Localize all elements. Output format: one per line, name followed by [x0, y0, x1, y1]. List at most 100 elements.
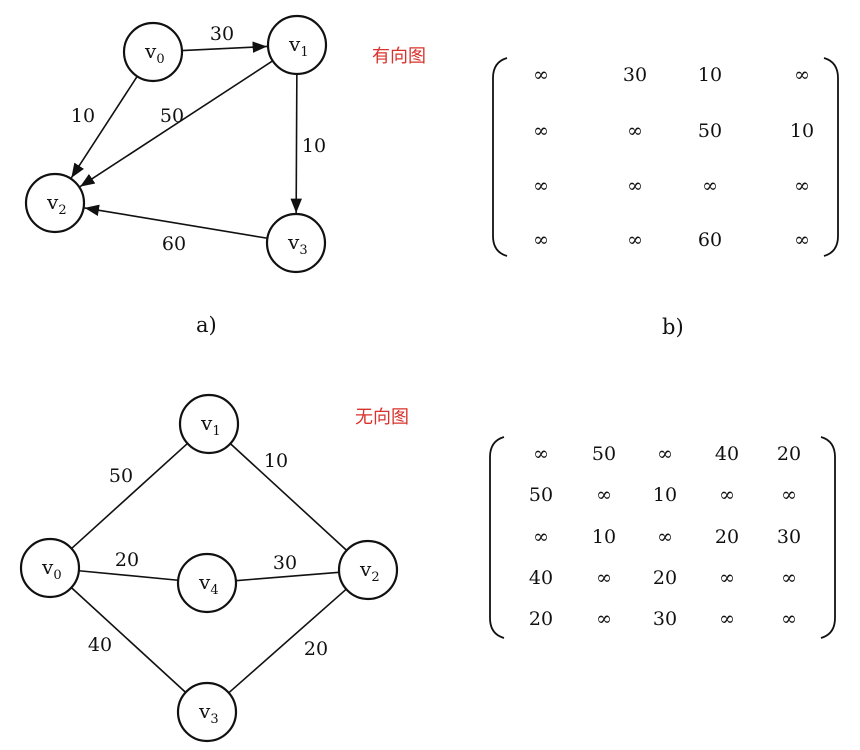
matrix-cell-4-3: ∞ [719, 608, 735, 630]
vertex-label-base: v [200, 411, 213, 435]
edge-weight-v4-v2: 30 [273, 552, 297, 574]
matrix-cell-4-0: 20 [529, 608, 553, 630]
vertex-label-subscript: 2 [371, 570, 379, 585]
matrix-cell-1-2: 10 [653, 484, 677, 506]
matrix-cell-1-2: 50 [698, 120, 722, 142]
edge-weight-v0-v1: 50 [109, 465, 133, 487]
vertex-v1: v1 [266, 14, 328, 76]
vertex-circle [24, 172, 86, 234]
matrix-left-bracket [492, 57, 508, 257]
matrix-right-bracket [820, 436, 836, 639]
matrix-cell-3-4: ∞ [781, 567, 797, 589]
matrix-cell-3-3: ∞ [719, 567, 735, 589]
edge-weight-v1-v2: 10 [264, 450, 288, 472]
vertex-v4: v4 [176, 552, 238, 614]
vertex-circle [176, 681, 238, 743]
vertex-v0: v0 [122, 21, 184, 83]
edge-weight-v0-v1: 30 [210, 23, 234, 45]
vertex-label: v1 [200, 411, 221, 439]
vertex-circle [178, 393, 240, 455]
matrix-cell-0-1: 50 [592, 443, 616, 465]
matrix-cell-4-4: ∞ [781, 608, 797, 630]
directed-edge-weights: 30 10 50 10 60 [71, 23, 326, 255]
vertex-label-subscript: 0 [53, 568, 61, 583]
edge-weight-v0-v4: 20 [115, 549, 139, 571]
matrix-cell-0-2: ∞ [657, 443, 673, 465]
vertex-v0: v0 [19, 537, 81, 599]
vertex-label: v3 [287, 230, 308, 258]
vertex-label-base: v [46, 190, 59, 214]
matrix-cell-0-0: ∞ [533, 443, 549, 465]
vertex-label-subscript: 3 [299, 243, 307, 258]
vertex-v3: v3 [176, 681, 238, 743]
vertex-label: v3 [198, 699, 219, 727]
edge-weight-v3-v2: 60 [162, 233, 186, 255]
vertex-label-base: v [288, 32, 301, 56]
matrix-cell-2-2: ∞ [657, 526, 673, 548]
matrix-cell-2-2: ∞ [702, 175, 718, 197]
matrix-cell-0-4: 20 [777, 443, 801, 465]
vertex-label: v0 [144, 39, 165, 67]
edge-v4-v2 [235, 571, 340, 582]
matrix-left-bracket [489, 436, 505, 639]
vertex-circle [266, 14, 328, 76]
edge-v1-v2 [229, 443, 348, 551]
undirected-graph-label: 无向图 [355, 407, 409, 428]
vertex-circle [176, 552, 238, 614]
matrix-cell-1-1: ∞ [627, 120, 643, 142]
vertex-label-subscript: 1 [212, 424, 220, 439]
vertex-label: v4 [198, 570, 219, 598]
vertex-label-base: v [359, 557, 372, 581]
directed-matrix-caption: b) [662, 315, 684, 339]
vertex-label-base: v [198, 570, 211, 594]
matrix-cell-0-3: ∞ [794, 64, 810, 86]
vertex-label: v2 [359, 557, 380, 585]
vertex-v2: v2 [24, 172, 86, 234]
vertex-circle [122, 21, 184, 83]
vertex-v3: v3 [265, 212, 327, 274]
directed-edges [70, 41, 302, 240]
edge-v0-v3 [70, 587, 187, 693]
matrix-cell-2-3: ∞ [794, 175, 810, 197]
vertex-label-base: v [287, 230, 300, 254]
edge-weight-v0-v2: 10 [71, 105, 95, 127]
matrix-cell-2-3: 20 [715, 526, 739, 548]
matrix-cell-3-3: ∞ [794, 229, 810, 251]
vertex-v1: v1 [178, 393, 240, 455]
edge-v3-v2 [84, 204, 268, 240]
edge-v0-v1 [70, 442, 189, 550]
matrix-cell-0-1: 30 [623, 64, 647, 86]
matrix-cell-3-2: 60 [698, 229, 722, 251]
edge-weight-v1-v3: 10 [302, 135, 326, 157]
edge-v0-v2 [70, 75, 138, 179]
vertex-v2: v2 [337, 539, 399, 601]
matrix-cell-2-1: ∞ [627, 175, 643, 197]
directed-graph-caption: a) [196, 313, 217, 337]
matrix-cell-1-3: 10 [790, 120, 814, 142]
vertex-label-subscript: 4 [210, 583, 218, 598]
matrix-cell-1-0: ∞ [533, 120, 549, 142]
edge-weight-v1-v2: 50 [160, 105, 184, 127]
matrix-cell-3-0: ∞ [533, 229, 549, 251]
matrix-cell-2-1: 10 [592, 526, 616, 548]
edge-v1-v2 [79, 60, 274, 188]
edge-v1-v3 [290, 73, 302, 214]
matrix-right-bracket [823, 57, 839, 257]
matrix-cell-3-1: ∞ [627, 229, 643, 251]
matrix-cell-2-4: 30 [777, 526, 801, 548]
vertex-circle [265, 212, 327, 274]
vertex-label-base: v [198, 699, 211, 723]
vertex-circle [19, 537, 81, 599]
undirected-edges [70, 442, 348, 694]
directed-graph-label: 有向图 [372, 46, 426, 67]
vertex-label-subscript: 1 [300, 45, 308, 60]
vertex-label-base: v [144, 39, 157, 63]
matrix-cell-0-0: ∞ [533, 64, 549, 86]
matrix-cell-1-3: ∞ [719, 484, 735, 506]
vertex-label-base: v [41, 555, 54, 579]
